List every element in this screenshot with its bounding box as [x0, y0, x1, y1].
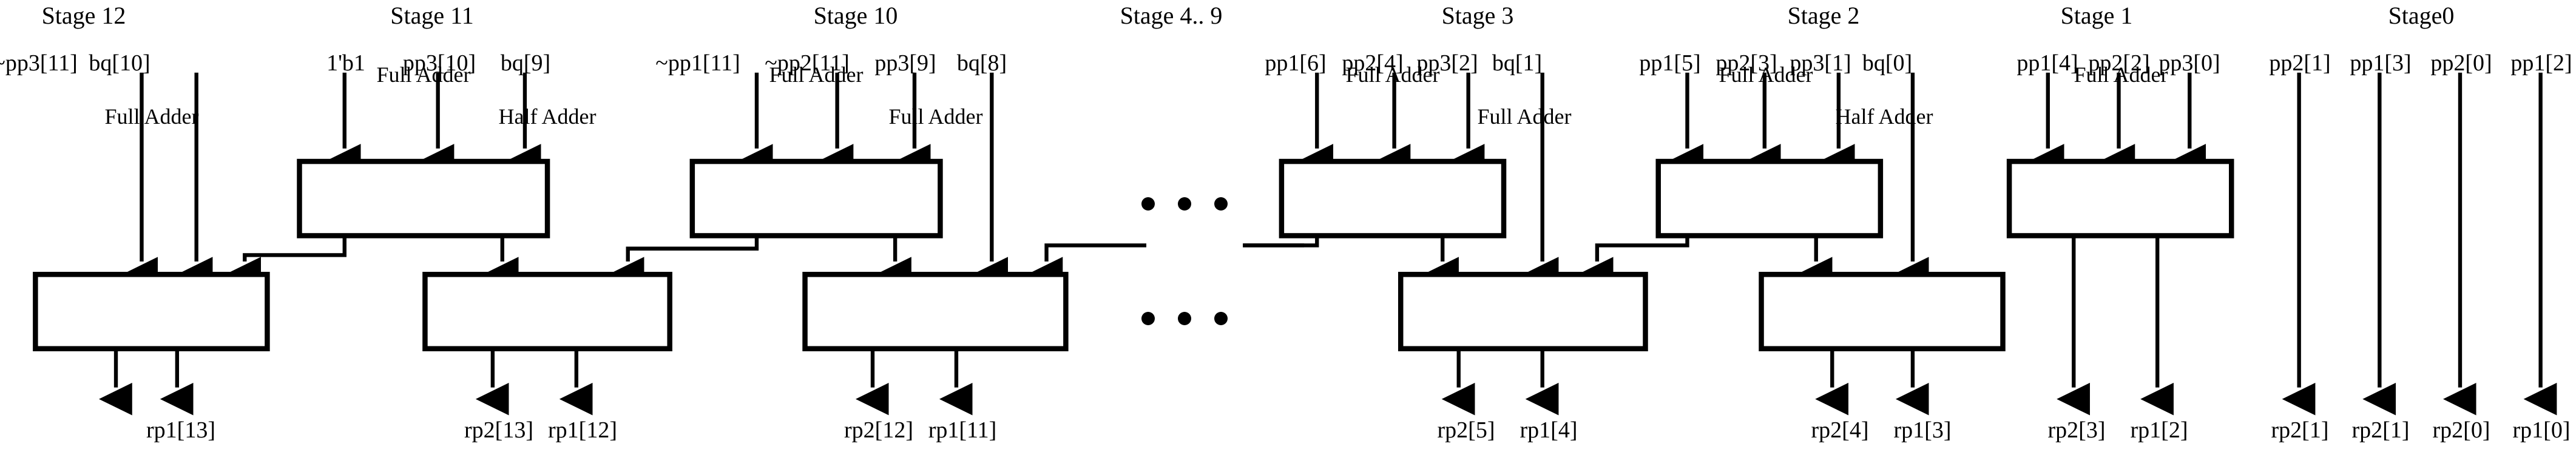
input-label-pp1-5: pp1[5] — [1639, 50, 1701, 76]
stage10-full-adder-box — [689, 158, 943, 238]
output-label-rp2-3: rp2[3] — [2047, 417, 2106, 443]
wire-stage2-carry-to-stage3 — [1580, 235, 1689, 290]
input-label-pp2-2: pp2[2] — [2088, 50, 2150, 76]
input-label-npp2-11: ~pp2[11] — [765, 50, 850, 76]
output-label-stage0-0: rp2[1] — [2271, 417, 2329, 443]
output-label-stage0-3: rp1[0] — [2512, 417, 2571, 443]
output-label-rp1-2: rp1[2] — [2130, 417, 2188, 443]
wire-stage10-carry-to-stage11 — [610, 235, 759, 290]
wire-stage3-carry-out — [1243, 235, 1319, 248]
output-label-stage0-2: rp2[0] — [2432, 417, 2490, 443]
adder-label-stage12-full: Full Adder — [104, 104, 199, 129]
input-label-bq-0: bq[0] — [1862, 50, 1913, 76]
input-label-npp3-11: ~pp3[11] — [0, 50, 78, 76]
ellipsis-dot — [1178, 312, 1191, 325]
output-label-rp1-4: rp1[4] — [1520, 417, 1578, 443]
input-label-bq-10: bq[10] — [89, 50, 150, 76]
output-label-stage0-1: rp2[1] — [2351, 417, 2410, 443]
output-label-rp2-4: rp2[4] — [1811, 417, 1869, 443]
stage-title-2: Stage 2 — [1787, 2, 1860, 29]
stage-title-11: Stage 11 — [390, 2, 474, 29]
ellipsis-lower-row — [1141, 312, 1228, 325]
ellipsis-dot — [1141, 312, 1155, 325]
input-label-1b1: 1'b1 — [326, 50, 365, 76]
output-label-rp2-12: rp2[12] — [844, 417, 913, 443]
adder-label-stage11-half: Half Adder — [498, 104, 597, 129]
adder-label-stage1-full: Full Adder — [2074, 62, 2168, 87]
adder-label-stage2-full: Full Adder — [1719, 62, 1813, 87]
output-label-rp1-11: rp1[11] — [928, 417, 997, 443]
stage-title-1: Stage 1 — [2060, 2, 2133, 29]
wire-stage11-carry-to-stage12 — [228, 235, 347, 290]
stage-title-3: Stage 3 — [1441, 2, 1514, 29]
stage2-full-adder-box — [1655, 158, 1884, 238]
output-label-rp1-3: rp1[3] — [1893, 417, 1952, 443]
input-label-pp1-6: pp1[6] — [1265, 50, 1327, 76]
adder-label-stage3-lower-full: Full Adder — [1477, 104, 1572, 129]
input-label-pp3-0: pp3[0] — [2158, 50, 2220, 76]
stage-title-4-9: Stage 4.. 9 — [1120, 2, 1223, 29]
ellipsis-dot — [1214, 312, 1228, 325]
input-label-pp3-1: pp3[1] — [1790, 50, 1851, 76]
output-label-rp1-12: rp1[12] — [548, 417, 617, 443]
input-label-pp1-2: pp1[2] — [2510, 50, 2572, 76]
input-label-pp2-4: pp2[4] — [1342, 50, 1404, 76]
input-label-pp3-2: pp3[2] — [1416, 50, 1478, 76]
stage-title-12: Stage 12 — [41, 2, 126, 29]
ellipsis-dot — [1178, 197, 1191, 211]
stage12-full-adder-box — [33, 272, 270, 351]
input-label-pp1-3: pp1[3] — [2350, 50, 2412, 76]
adder-label-stage11-full: Full Adder — [376, 62, 471, 87]
stage-title-0: Stage0 — [2388, 2, 2455, 29]
input-label-pp3-9: pp3[9] — [874, 50, 936, 76]
stage3-full-adder-box — [1279, 158, 1507, 238]
input-label-bq-8: bq[8] — [956, 50, 1007, 76]
input-label-pp2-3: pp2[3] — [1716, 50, 1777, 76]
input-label-bq-9: bq[9] — [500, 50, 551, 76]
ellipsis-dot — [1141, 197, 1155, 211]
stage1-full-adder-box — [2006, 158, 2234, 238]
ellipsis-dot — [1214, 197, 1228, 211]
ellipsis-upper-row — [1141, 197, 1228, 211]
output-label-rp1-13: rp1[13] — [146, 417, 215, 443]
adder-label-stage2-half: Half Adder — [1835, 104, 1933, 129]
input-label-npp1-11: ~pp1[11] — [655, 50, 740, 76]
wire-stage9-carry-to-stage10 — [1029, 243, 1147, 290]
input-label-pp3-10: pp3[10] — [402, 50, 476, 76]
input-label-pp1-4: pp1[4] — [2017, 50, 2078, 76]
output-label-rp2-5: rp2[5] — [1437, 417, 1495, 443]
stage10-lower-full-adder-box — [802, 272, 1069, 351]
adder-label-stage10-full: Full Adder — [769, 62, 864, 87]
adder-label-stage3-full: Full Adder — [1345, 62, 1440, 87]
input-label-bq-1: bq[1] — [1492, 50, 1543, 76]
stage2-half-adder-box — [1759, 272, 2006, 351]
stage11-half-adder-box — [422, 272, 672, 351]
input-label-pp2-1: pp2[1] — [2269, 50, 2331, 76]
stage-title-10: Stage 10 — [813, 2, 898, 29]
stage11-full-adder-box — [297, 158, 550, 238]
adder-label-stage10-lower-full: Full Adder — [888, 104, 983, 129]
stage3-lower-full-adder-box — [1398, 272, 1648, 351]
output-label-rp2-13: rp2[13] — [464, 417, 533, 443]
input-label-pp2-0: pp2[0] — [2430, 50, 2492, 76]
